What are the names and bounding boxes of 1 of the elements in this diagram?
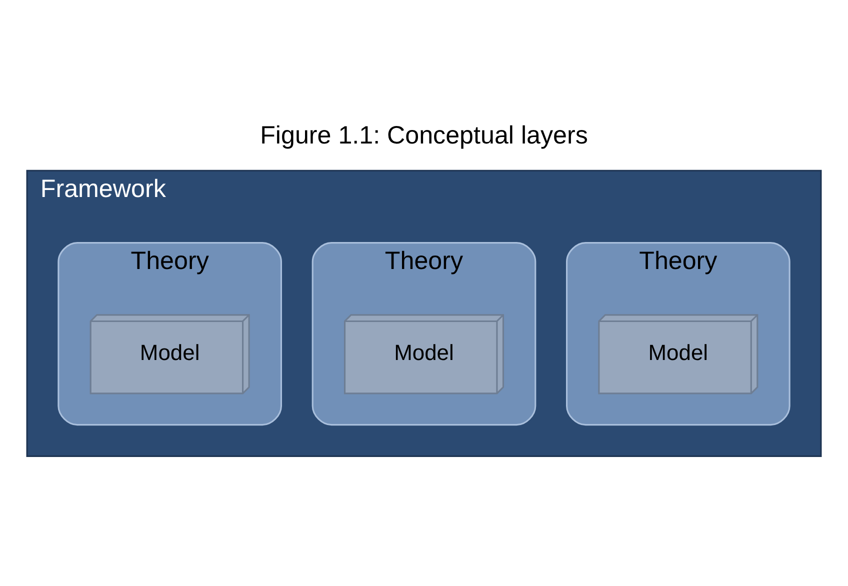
diagram-title: Figure 1.1: Conceptual layers — [260, 122, 588, 150]
